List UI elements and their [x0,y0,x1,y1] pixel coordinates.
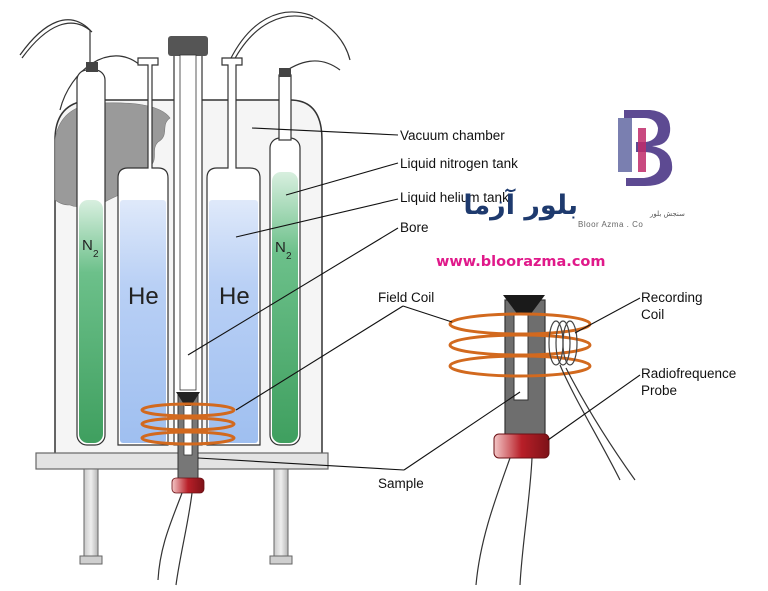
label-recording-coil-1: Recording [641,290,703,305]
helium-label-right: He [219,283,250,310]
helium-tank-right [206,57,261,446]
probe-assembly-small [140,392,236,586]
nitrogen-tank-right [269,68,301,446]
label-sample: Sample [378,476,424,491]
field-coil-small [140,402,236,418]
label-liquid-nitrogen-tank: Liquid nitrogen tank [400,156,518,171]
nitrogen-tank-left [76,62,106,446]
bore-tube [168,36,208,446]
probe-assembly-large [448,295,636,586]
website-url[interactable]: www.bloorazma.com [436,254,605,270]
company-logo: بلور آزما سنجش بلور Bloor Azma . Co [463,110,685,229]
label-recording-coil-2: Coil [641,307,664,322]
leader-lines [187,127,641,471]
rf-probe-large [493,433,550,459]
nitrogen-sub-left: 2 [93,249,99,260]
helium-label-left: He [128,283,159,310]
nitrogen-label-right: N [275,239,286,256]
logo-persian-tagline: سنجش بلور [649,210,685,218]
nitrogen-label-left: N [82,237,93,254]
nitrogen-sub-right: 2 [286,251,292,262]
logo-english-name: Bloor Azma . Co [578,220,643,229]
label-bore: Bore [400,220,429,235]
label-rf-probe-1: Radiofrequence [641,366,736,381]
label-liquid-helium-tank: Liquid helium tank [400,190,509,205]
helium-tank-left [117,57,169,446]
label-rf-probe-2: Probe [641,383,677,398]
label-vacuum-chamber: Vacuum chamber [400,128,505,143]
rf-probe-small [171,477,205,494]
recording-coil [548,320,578,366]
label-field-coil: Field Coil [378,290,434,305]
logo-persian-name: بلور آزما [463,188,578,221]
